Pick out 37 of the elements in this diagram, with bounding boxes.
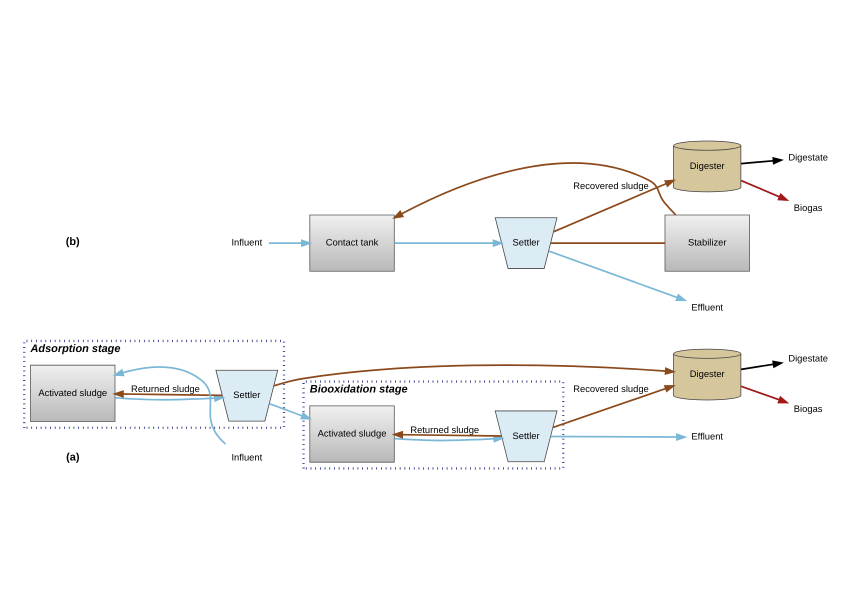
edge-label: Recovered sludge bbox=[573, 384, 649, 394]
edge-label: Returned sludge bbox=[410, 424, 480, 435]
node-box: Activated sludge bbox=[309, 405, 395, 463]
node-box: Contact tank bbox=[309, 214, 395, 272]
node-text: Effluent bbox=[691, 432, 724, 442]
arrow bbox=[740, 180, 790, 202]
arrow bbox=[392, 430, 502, 439]
label: (b) bbox=[66, 236, 80, 248]
arrow bbox=[115, 394, 226, 402]
arrow bbox=[112, 366, 226, 445]
arrow bbox=[553, 179, 676, 232]
connector bbox=[550, 242, 665, 244]
arrow bbox=[392, 162, 676, 219]
arrow bbox=[741, 156, 784, 165]
node-text: Biogas bbox=[794, 203, 822, 214]
node-text: Digestate bbox=[788, 353, 828, 364]
arrow bbox=[274, 364, 676, 387]
arrow bbox=[552, 385, 676, 428]
arrow bbox=[740, 385, 790, 404]
arrow bbox=[268, 239, 312, 248]
node-box: Activated sludge bbox=[30, 364, 116, 422]
node-text: Digestate bbox=[788, 152, 828, 162]
node-text: Influent bbox=[231, 238, 262, 248]
edge-label: Returned sludge bbox=[131, 384, 200, 394]
node-text: Effluent bbox=[691, 302, 724, 312]
arrow bbox=[740, 360, 784, 370]
arrow bbox=[394, 239, 504, 248]
node-text: Biogas bbox=[794, 404, 822, 414]
node-text: Influent bbox=[231, 452, 262, 463]
arrow bbox=[548, 250, 688, 302]
node-box: Stabilizer bbox=[664, 214, 750, 272]
label: (a) bbox=[66, 451, 80, 464]
arrow bbox=[550, 433, 688, 441]
edge-label: Recovered sludge bbox=[573, 180, 649, 191]
arrow bbox=[394, 434, 505, 443]
arrow bbox=[112, 390, 222, 398]
arrow bbox=[269, 402, 312, 420]
